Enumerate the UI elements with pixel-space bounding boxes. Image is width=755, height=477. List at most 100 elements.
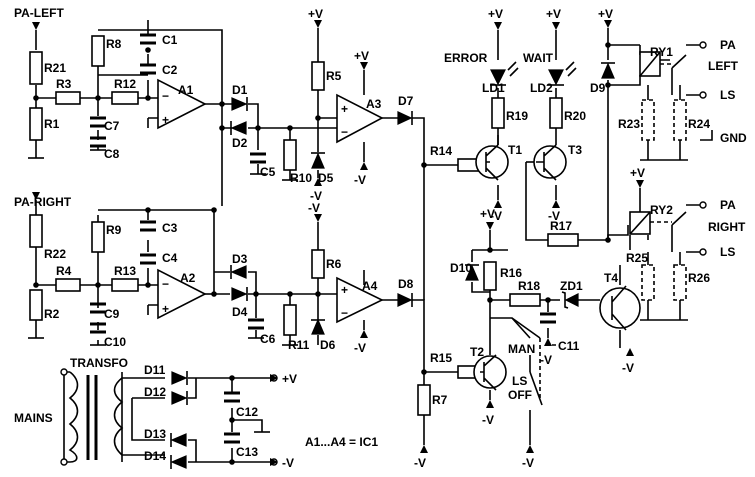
supply-label: -V [354,341,366,355]
resistor-r22 [29,214,43,248]
label-right: RIGHT [708,220,746,234]
component-label: C4 [162,251,178,265]
component-label: C2 [162,63,178,77]
component-label: R22 [44,247,66,261]
capacitor-c2 [140,63,156,75]
component-label: C12 [236,405,258,419]
component-label: R5 [326,69,342,83]
resistor-r5 [311,61,325,91]
resistor-r1 [29,107,43,141]
resistor-r20 [549,97,563,129]
supply-label: +V [308,7,323,21]
component-label: T2 [470,345,484,359]
component-label: RY2 [650,203,673,217]
component-label: T4 [604,271,618,285]
supply-label: -V [522,456,534,470]
label-ls-off-1: LS [512,374,527,388]
label-error: ERROR [444,51,488,65]
label-mains: MAINS [14,411,53,425]
component-label: LD1 [482,81,505,95]
supply-label: +V [488,7,503,21]
ground-symbols [28,149,688,433]
label-wait: WAIT [523,51,554,65]
capacitor-c5 [250,152,266,164]
capacitor-c1 [140,33,156,45]
diode-d3 [230,265,247,279]
zener-zd1 [561,291,579,309]
label-transfo: TRANSFO [70,356,128,370]
component-label: D13 [144,427,166,441]
component-label: D1 [232,83,248,97]
opamp-a1 [157,78,207,130]
diode-d11 [171,371,188,385]
transistor-t3 [533,144,567,181]
diode-d2 [230,121,247,135]
capacitor-c10 [90,322,106,334]
resistor-r13 [111,278,139,292]
capacitors [90,33,556,444]
component-label: C9 [104,307,120,321]
supply-label: -V [622,361,634,375]
component-label: D5 [318,171,334,185]
component-label: R16 [500,266,522,280]
label-ls-off-2: OFF [508,388,532,402]
component-label: D14 [144,449,166,463]
component-label: D3 [232,252,248,266]
resistor-r26 [673,264,687,301]
supply-label: -V [354,173,366,187]
component-label: R24 [688,117,710,131]
component-label: R26 [688,271,710,285]
relays [629,51,672,235]
diode-d6 [311,318,325,335]
supply-label: +V [630,166,645,180]
component-labels: R21 R1 R3 R8 R12 C1 C2 C7 C8 A1 D1 D2 C5… [44,33,710,463]
component-label: D8 [398,277,414,291]
diode-d9 [601,62,615,79]
supply-labels: +V +V +V +V +V +V +V +V -V -V -V -V -V -… [282,7,645,470]
component-label: A1 [178,83,194,97]
label-ls-out-1: LS [720,88,735,102]
capacitor-c7 [90,116,106,128]
component-label: D12 [144,385,166,399]
label-man: MAN [508,342,535,356]
label-pa-out-2: PA [720,198,736,212]
label-gnd: GND [720,131,747,145]
supply-label: -V [310,189,322,203]
svg-text:−: − [162,277,169,291]
svg-text:+: + [341,102,348,116]
switches [511,317,556,406]
component-label: R20 [564,109,586,123]
labels: PA-LEFT PA-RIGHT MAINS TRANSFO A1...A4 =… [14,6,747,449]
label-pa-left: PA-LEFT [14,6,64,20]
resistor-r21 [29,51,43,85]
supply-label: +V [480,207,495,221]
diode-d10 [465,264,479,281]
svg-text:+: + [341,283,348,297]
resistor-r10 [283,139,297,171]
svg-text:−: − [162,89,169,103]
supply-label: -V [308,201,320,215]
diode-d7 [397,111,413,125]
capacitor-c12 [224,391,240,403]
svg-text:−: − [341,125,348,139]
component-label: D9 [590,81,606,95]
supply-arrows [32,20,644,466]
component-label: C11 [558,339,580,353]
resistor-r9 [91,221,105,253]
component-label: D7 [398,94,414,108]
capacitor-c13 [224,432,240,444]
component-label: R12 [114,77,136,91]
diodes [170,61,615,469]
transformer [68,371,124,463]
component-label: R14 [430,144,452,158]
diode-d4 [231,287,248,301]
component-label: T1 [508,143,522,157]
supply-label: +V [546,7,561,21]
component-label: D6 [320,338,336,352]
supply-label: +V [598,7,613,21]
svg-text:+: + [162,113,169,127]
component-label: RY1 [650,45,673,59]
supply-label: -V [548,209,560,223]
supply-label: -V [540,353,552,367]
